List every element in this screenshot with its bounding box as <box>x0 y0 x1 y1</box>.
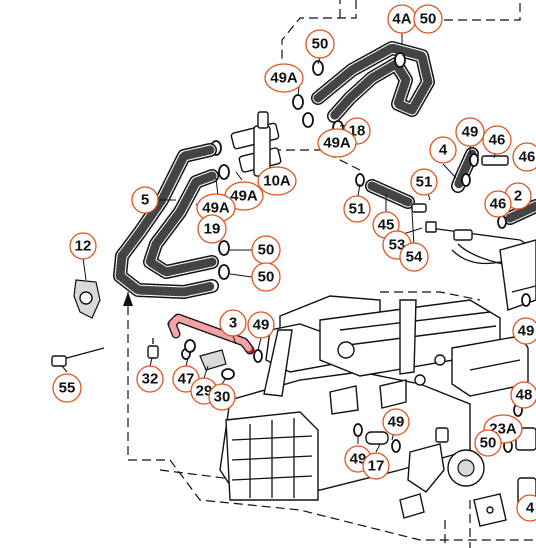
hose-2 <box>497 199 536 229</box>
callout-50: 50 <box>251 262 281 292</box>
svg-text:50: 50 <box>480 435 497 452</box>
rod-55 <box>51 347 105 367</box>
svg-text:49: 49 <box>388 414 405 431</box>
t-fitting-10a <box>210 111 282 180</box>
callouts: 4A 50 50 49A 18 49A 49 46 46 4 5 10A 49A… <box>52 4 536 522</box>
callout-32: 32 <box>136 365 164 393</box>
callout-46: 46 <box>512 142 536 172</box>
callout-55: 55 <box>52 373 82 403</box>
callout-5: 5 <box>131 186 159 214</box>
hose-4a <box>311 41 435 123</box>
callout-49: 49 <box>455 117 485 147</box>
svg-text:4: 4 <box>526 500 535 517</box>
up-arrow-icon <box>123 292 133 306</box>
small-parts-47-29-30 <box>181 339 235 380</box>
svg-text:53: 53 <box>389 237 406 254</box>
svg-text:12: 12 <box>75 238 92 255</box>
svg-text:3: 3 <box>229 315 237 332</box>
svg-text:29: 29 <box>196 383 213 400</box>
callout-49a: 49A <box>264 63 304 93</box>
assembly-boundary-lines <box>127 0 536 548</box>
svg-text:50: 50 <box>420 11 437 28</box>
svg-text:49: 49 <box>350 451 367 468</box>
callout-49a: 49A <box>317 128 357 158</box>
callout-4: 4 <box>429 136 457 164</box>
svg-text:49: 49 <box>462 124 479 141</box>
svg-text:46: 46 <box>490 196 507 213</box>
callout-49: 49 <box>382 408 410 436</box>
svg-text:4: 4 <box>439 142 448 159</box>
callout-10a: 10A <box>257 166 297 196</box>
callout-46: 46 <box>484 190 512 218</box>
svg-text:5: 5 <box>141 192 149 209</box>
callout-49: 49 <box>512 317 536 345</box>
svg-text:46: 46 <box>489 132 506 149</box>
small-hose-17 <box>353 423 401 453</box>
callout-49a: 49A <box>196 193 236 223</box>
svg-text:30: 30 <box>214 389 231 406</box>
callout-12: 12 <box>69 232 97 260</box>
svg-text:49A: 49A <box>202 200 230 217</box>
bolt-32 <box>147 338 159 359</box>
callout-51: 51 <box>410 168 438 196</box>
callout-4: 4 <box>516 494 536 522</box>
svg-text:45: 45 <box>378 217 395 234</box>
callout-49: 49 <box>247 311 275 339</box>
svg-text:10A: 10A <box>263 173 291 190</box>
callout-3: 3 <box>219 309 247 337</box>
svg-text:17: 17 <box>368 458 385 475</box>
hose-5 <box>113 143 219 299</box>
svg-text:51: 51 <box>416 174 433 191</box>
svg-text:48: 48 <box>516 387 533 404</box>
callout-50: 50 <box>474 429 502 457</box>
svg-text:2: 2 <box>514 188 522 205</box>
svg-text:32: 32 <box>142 371 159 388</box>
svg-text:47: 47 <box>178 371 195 388</box>
svg-text:19: 19 <box>204 221 221 238</box>
svg-text:54: 54 <box>406 249 423 266</box>
highlighted-hose-3 <box>167 313 263 363</box>
svg-text:51: 51 <box>349 201 366 218</box>
callout-50: 50 <box>413 4 443 34</box>
callout-50: 50 <box>251 235 281 265</box>
svg-text:49: 49 <box>253 317 270 334</box>
callout-19: 19 <box>197 214 227 244</box>
callout-51: 51 <box>343 195 371 223</box>
callout-46: 46 <box>482 125 512 155</box>
callout-30: 30 <box>208 383 236 411</box>
svg-text:49: 49 <box>518 323 535 340</box>
svg-text:55: 55 <box>59 380 76 397</box>
callout-4a: 4A <box>387 4 417 34</box>
svg-text:46: 46 <box>519 149 536 166</box>
svg-text:50: 50 <box>258 269 275 286</box>
callout-48: 48 <box>510 381 536 409</box>
hose-clamps-left <box>218 240 230 280</box>
svg-text:49A: 49A <box>230 188 258 205</box>
thermostat-housing-23a <box>399 427 536 527</box>
hose-4 <box>451 147 509 193</box>
clip-12 <box>73 279 101 319</box>
svg-text:50: 50 <box>258 242 275 259</box>
svg-text:4A: 4A <box>392 11 411 28</box>
callout-54: 54 <box>399 242 429 272</box>
callout-50: 50 <box>305 29 335 59</box>
callout-17: 17 <box>362 452 390 480</box>
hose-45 <box>355 173 427 213</box>
svg-text:49A: 49A <box>270 70 298 87</box>
svg-text:50: 50 <box>312 36 329 53</box>
engine-block <box>219 239 536 501</box>
svg-text:49A: 49A <box>323 135 351 152</box>
